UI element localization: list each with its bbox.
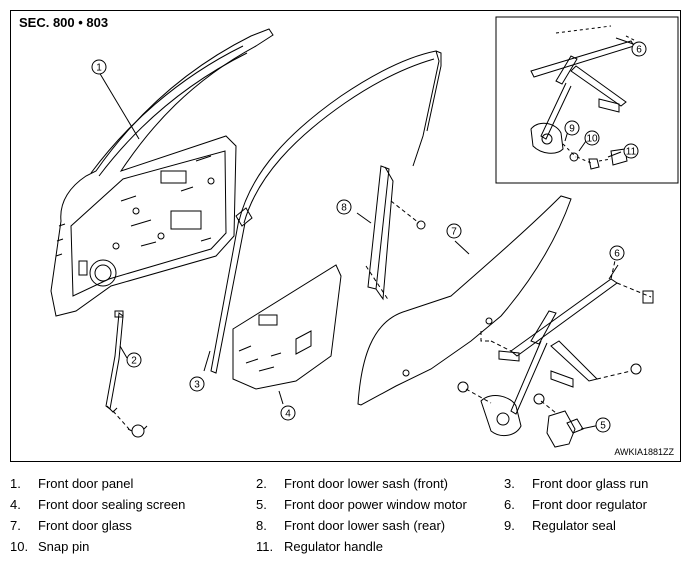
svg-text:1: 1	[96, 63, 102, 74]
callout-2: 2	[126, 352, 142, 368]
sealing-screen	[232, 264, 342, 390]
svg-text:8: 8	[341, 203, 347, 214]
callout-6-main: 6	[609, 245, 625, 261]
power-regulator	[457, 255, 654, 448]
svg-text:7: 7	[451, 227, 457, 238]
svg-text:2: 2	[131, 356, 137, 367]
svg-text:9: 9	[569, 124, 575, 135]
lower-sash-rear	[365, 165, 426, 302]
exploded-view-drawing: 1 2 3 4 5 6 7 8 9 10 11 6	[50, 16, 679, 448]
door-panel	[50, 28, 274, 317]
diagram-frame: SEC. 800 • 803	[10, 10, 681, 462]
svg-text:4: 4	[285, 409, 291, 420]
callout-10: 10	[584, 130, 600, 146]
svg-text:6: 6	[636, 45, 642, 56]
manual-regulator	[530, 25, 637, 170]
callout-8: 8	[336, 199, 352, 215]
svg-text:5: 5	[600, 421, 606, 432]
parts-legend: 1.Front door panel 2.Front door lower sa…	[10, 476, 649, 554]
glass-run	[210, 50, 442, 374]
callout-11: 11	[623, 143, 639, 159]
figure-code: AWKIA1881ZZ	[614, 447, 674, 457]
svg-text:10: 10	[586, 134, 598, 145]
svg-text:11: 11	[626, 147, 637, 158]
callout-1: 1	[91, 59, 107, 75]
lower-sash-front	[105, 310, 148, 438]
callout-4: 4	[280, 405, 296, 421]
callout-9: 9	[564, 120, 580, 136]
svg-text:6: 6	[614, 249, 620, 260]
section-label: SEC. 800 • 803	[19, 15, 109, 30]
svg-text:3: 3	[194, 380, 200, 391]
callout-7: 7	[446, 223, 462, 239]
inset-box	[495, 16, 679, 184]
door-glass	[357, 195, 572, 406]
callout-6-inset: 6	[631, 41, 647, 57]
callout-5: 5	[595, 417, 611, 433]
callout-3: 3	[189, 376, 205, 392]
